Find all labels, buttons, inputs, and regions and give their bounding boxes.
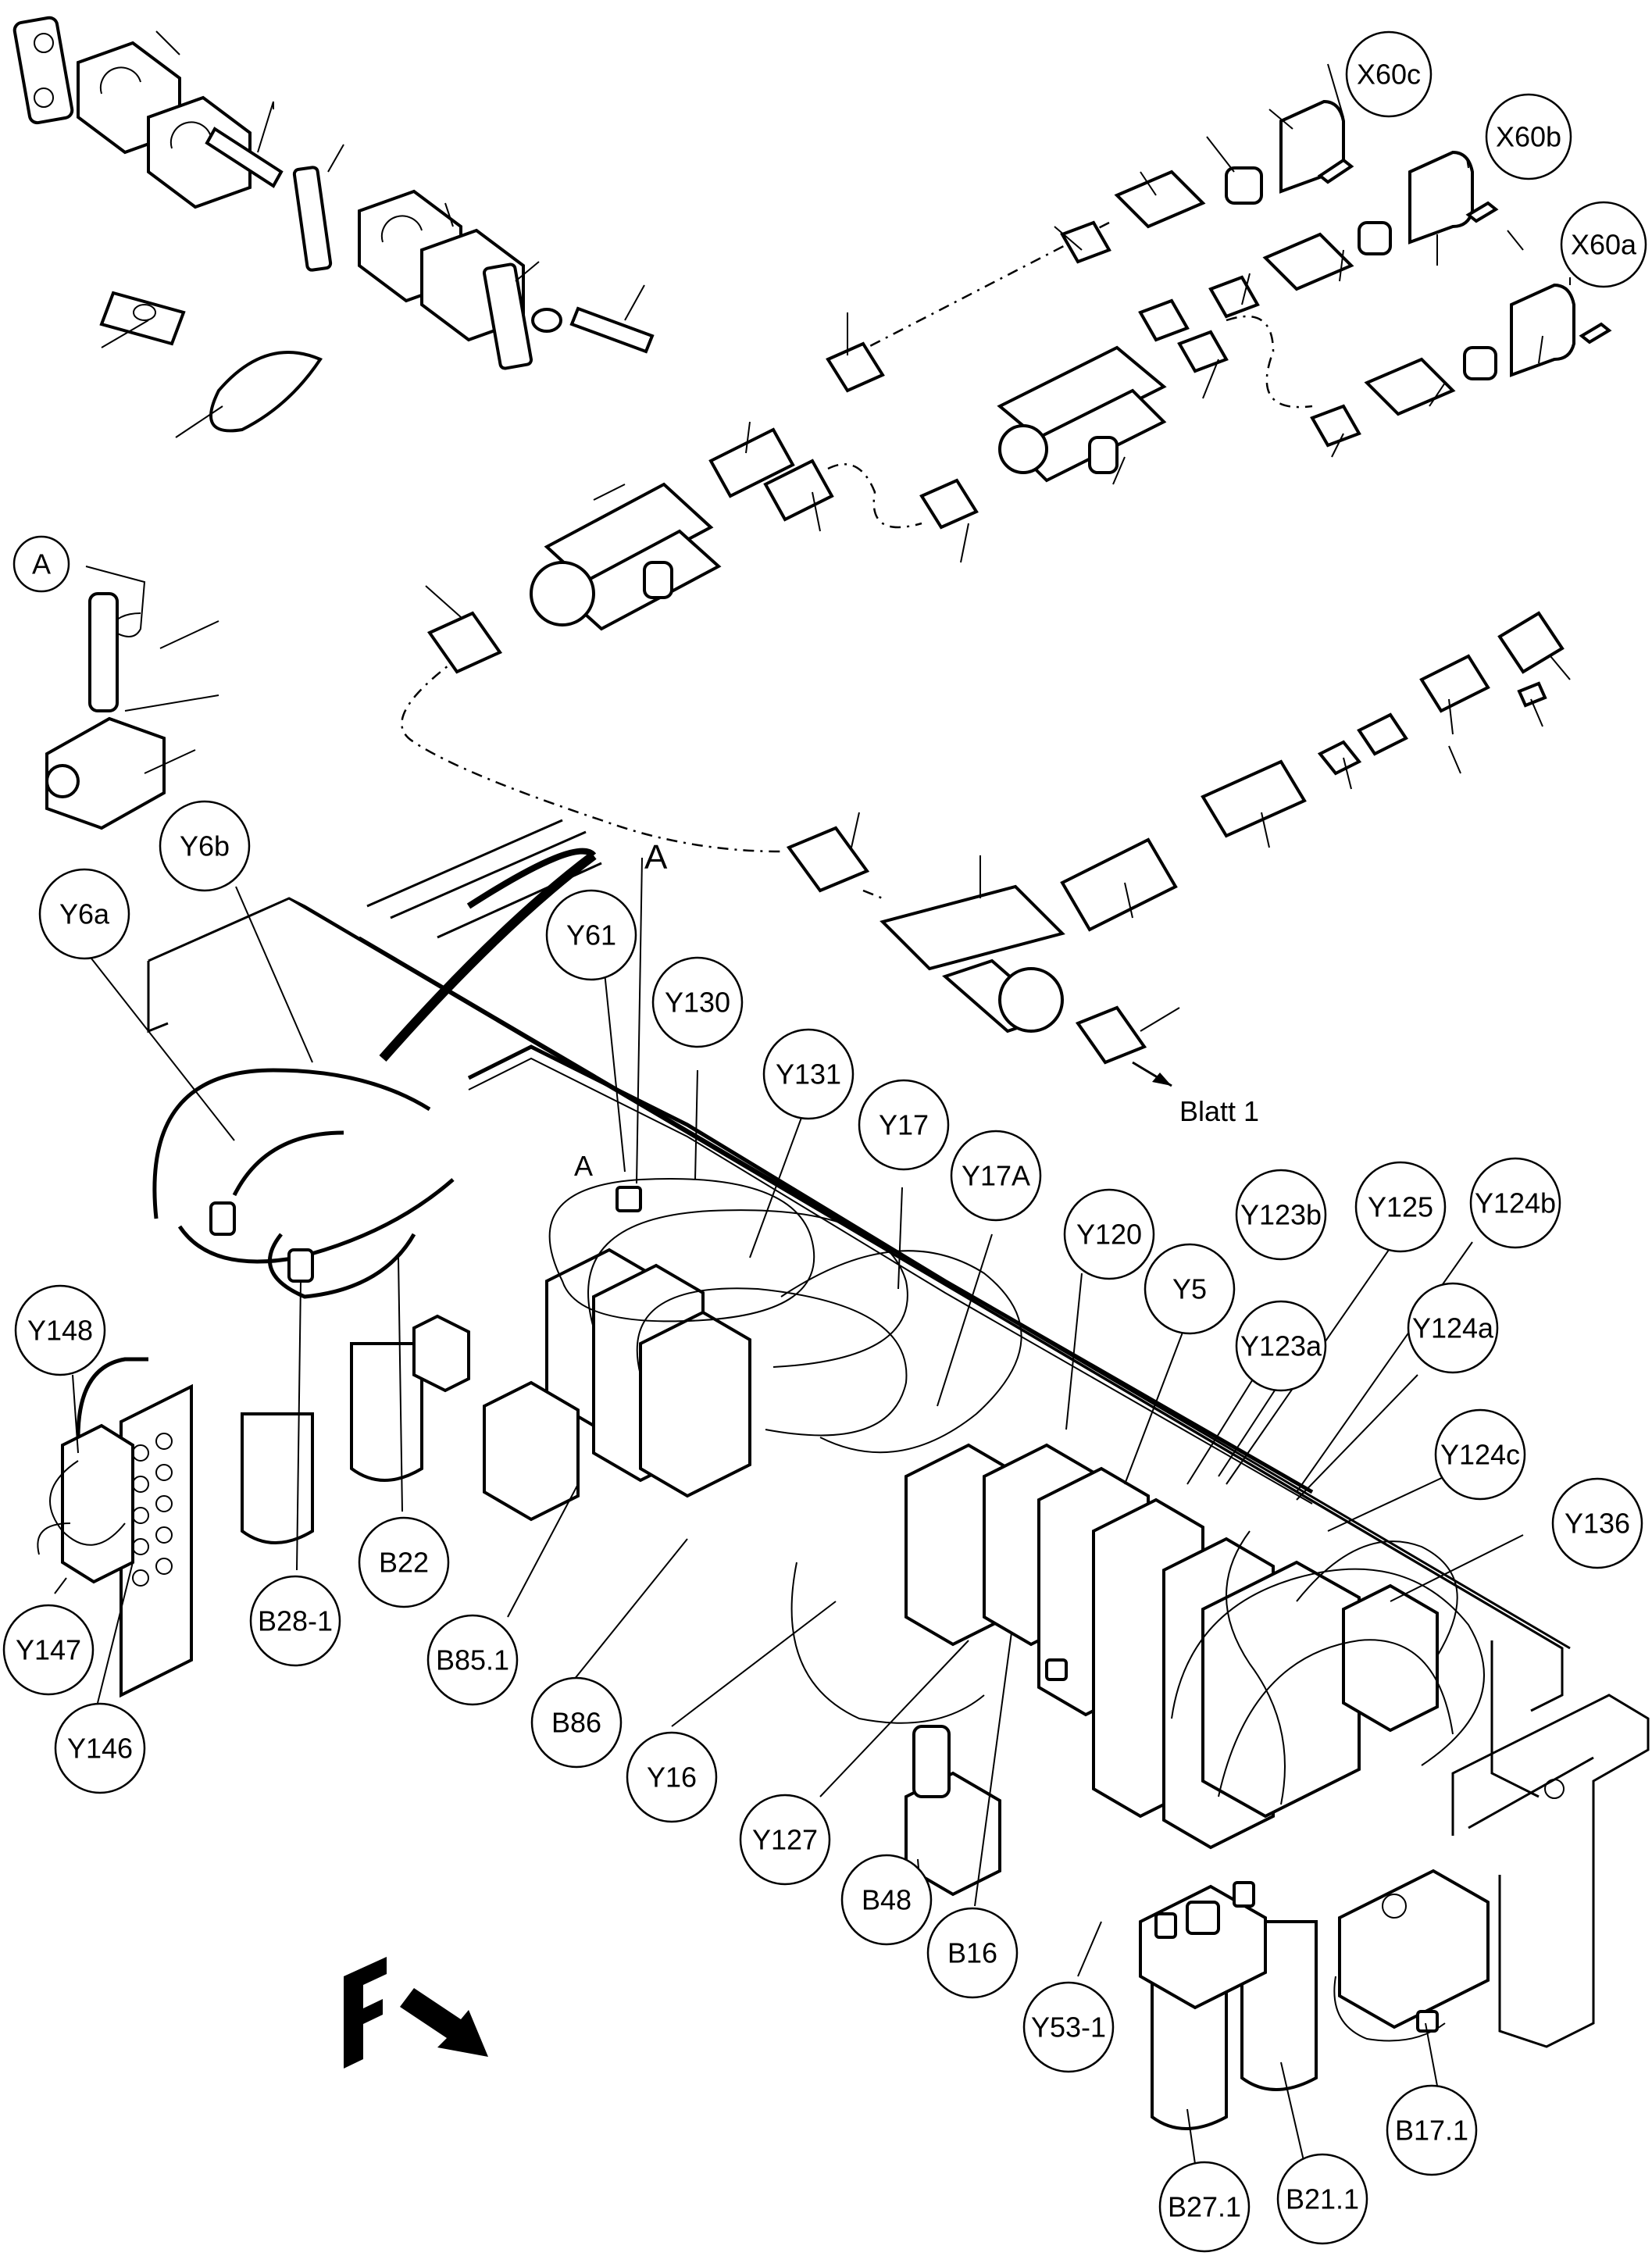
svg-text:Y17A: Y17A [962, 1160, 1030, 1192]
detail-a-group [45, 566, 219, 830]
callout-b21-1: B21.1 [1276, 2153, 1368, 2245]
callout-y17a: Y17A [950, 1130, 1042, 1222]
callout-y123b: Y123b [1235, 1169, 1327, 1261]
callouts-group: X60c X60b X60a A Y6b Y6a Y61 Y130 Y131 Y… [2, 30, 1647, 2253]
svg-text:X60a: X60a [1571, 229, 1637, 261]
callout-y136: Y136 [1551, 1477, 1643, 1569]
svg-text:Y125: Y125 [1368, 1191, 1433, 1223]
callout-y61: Y61 [545, 889, 637, 981]
callout-y124c: Y124c [1434, 1408, 1526, 1501]
svg-text:X60b: X60b [1496, 121, 1561, 153]
svg-text:B48: B48 [862, 1884, 912, 1916]
main-assembly-group [37, 819, 1650, 2130]
svg-text:Y53-1: Y53-1 [1031, 2011, 1106, 2044]
callout-y148: Y148 [14, 1284, 106, 1376]
callout-y53-1: Y53-1 [1022, 1981, 1115, 2073]
callout-b27-1: B27.1 [1158, 2161, 1251, 2253]
callout-y147: Y147 [2, 1604, 95, 1696]
svg-text:Y124c: Y124c [1440, 1439, 1520, 1471]
callout-b48: B48 [840, 1854, 933, 1946]
direction-arrow-icon [344, 1957, 488, 2069]
svg-text:Y124a: Y124a [1412, 1312, 1494, 1344]
callout-y6b: Y6b [159, 800, 251, 892]
svg-text:Y17: Y17 [879, 1109, 929, 1141]
callout-a: A [12, 535, 70, 593]
svg-text:Y146: Y146 [67, 1733, 133, 1765]
callout-b16: B16 [926, 1907, 1019, 1999]
callout-x60a: X60a [1560, 201, 1647, 288]
callout-b22: B22 [358, 1516, 450, 1608]
svg-text:A: A [32, 548, 51, 580]
detail-a-marker-small: A [574, 1150, 593, 1182]
svg-text:Y127: Y127 [752, 1824, 818, 1856]
callout-y16: Y16 [626, 1731, 718, 1823]
svg-text:B16: B16 [947, 1937, 997, 1969]
svg-text:B21.1: B21.1 [1286, 2183, 1359, 2215]
svg-text:B86: B86 [551, 1707, 601, 1739]
callout-y146: Y146 [54, 1702, 146, 1794]
callout-b28-1: B28-1 [249, 1575, 341, 1667]
callout-y17: Y17 [858, 1079, 950, 1171]
callout-x60b: X60b [1485, 93, 1572, 180]
svg-text:Y124b: Y124b [1475, 1187, 1556, 1219]
svg-text:B27.1: B27.1 [1168, 2191, 1241, 2223]
free-labels-group: A A Blatt 1 [344, 838, 1259, 2069]
connector-chain-group [401, 99, 1612, 1087]
callout-y5: Y5 [1144, 1243, 1236, 1335]
callout-b85-1: B85.1 [426, 1614, 519, 1706]
blatt-reference-label: Blatt 1 [1179, 1095, 1259, 1127]
callout-y6a: Y6a [38, 868, 130, 960]
callout-x60c: X60c [1345, 30, 1433, 118]
svg-text:B17.1: B17.1 [1395, 2115, 1468, 2147]
callout-y124a: Y124a [1407, 1282, 1499, 1374]
svg-text:Y6a: Y6a [59, 898, 110, 930]
detail-a-marker-top: A [644, 838, 668, 876]
svg-text:Y148: Y148 [27, 1315, 93, 1347]
callout-y125: Y125 [1354, 1161, 1447, 1253]
callout-y120: Y120 [1063, 1188, 1155, 1280]
svg-text:B28-1: B28-1 [258, 1605, 333, 1637]
svg-text:X60c: X60c [1357, 59, 1421, 91]
svg-text:Y5: Y5 [1172, 1273, 1207, 1305]
svg-text:Y136: Y136 [1565, 1508, 1630, 1540]
svg-text:Y120: Y120 [1076, 1219, 1142, 1251]
callout-y124b: Y124b [1469, 1157, 1561, 1249]
svg-text:B22: B22 [379, 1547, 429, 1579]
svg-text:Y147: Y147 [16, 1634, 81, 1666]
svg-text:Y61: Y61 [566, 919, 616, 951]
svg-text:Y131: Y131 [776, 1058, 841, 1091]
callout-b86: B86 [530, 1676, 623, 1769]
callout-y127: Y127 [739, 1794, 831, 1886]
svg-text:Y6b: Y6b [180, 830, 230, 862]
svg-text:B85.1: B85.1 [436, 1644, 509, 1676]
callout-b17-1: B17.1 [1386, 2084, 1478, 2176]
callout-leaders-group [54, 63, 1571, 2165]
svg-text:Y123b: Y123b [1240, 1199, 1322, 1231]
callout-y131: Y131 [762, 1028, 855, 1120]
svg-text:Y130: Y130 [665, 987, 730, 1019]
callout-y123a: Y123a [1235, 1300, 1327, 1392]
svg-text:Y16: Y16 [647, 1762, 697, 1794]
clamp-hardware-group [12, 16, 655, 438]
callout-y130: Y130 [651, 956, 744, 1048]
svg-text:Y123a: Y123a [1240, 1330, 1322, 1362]
